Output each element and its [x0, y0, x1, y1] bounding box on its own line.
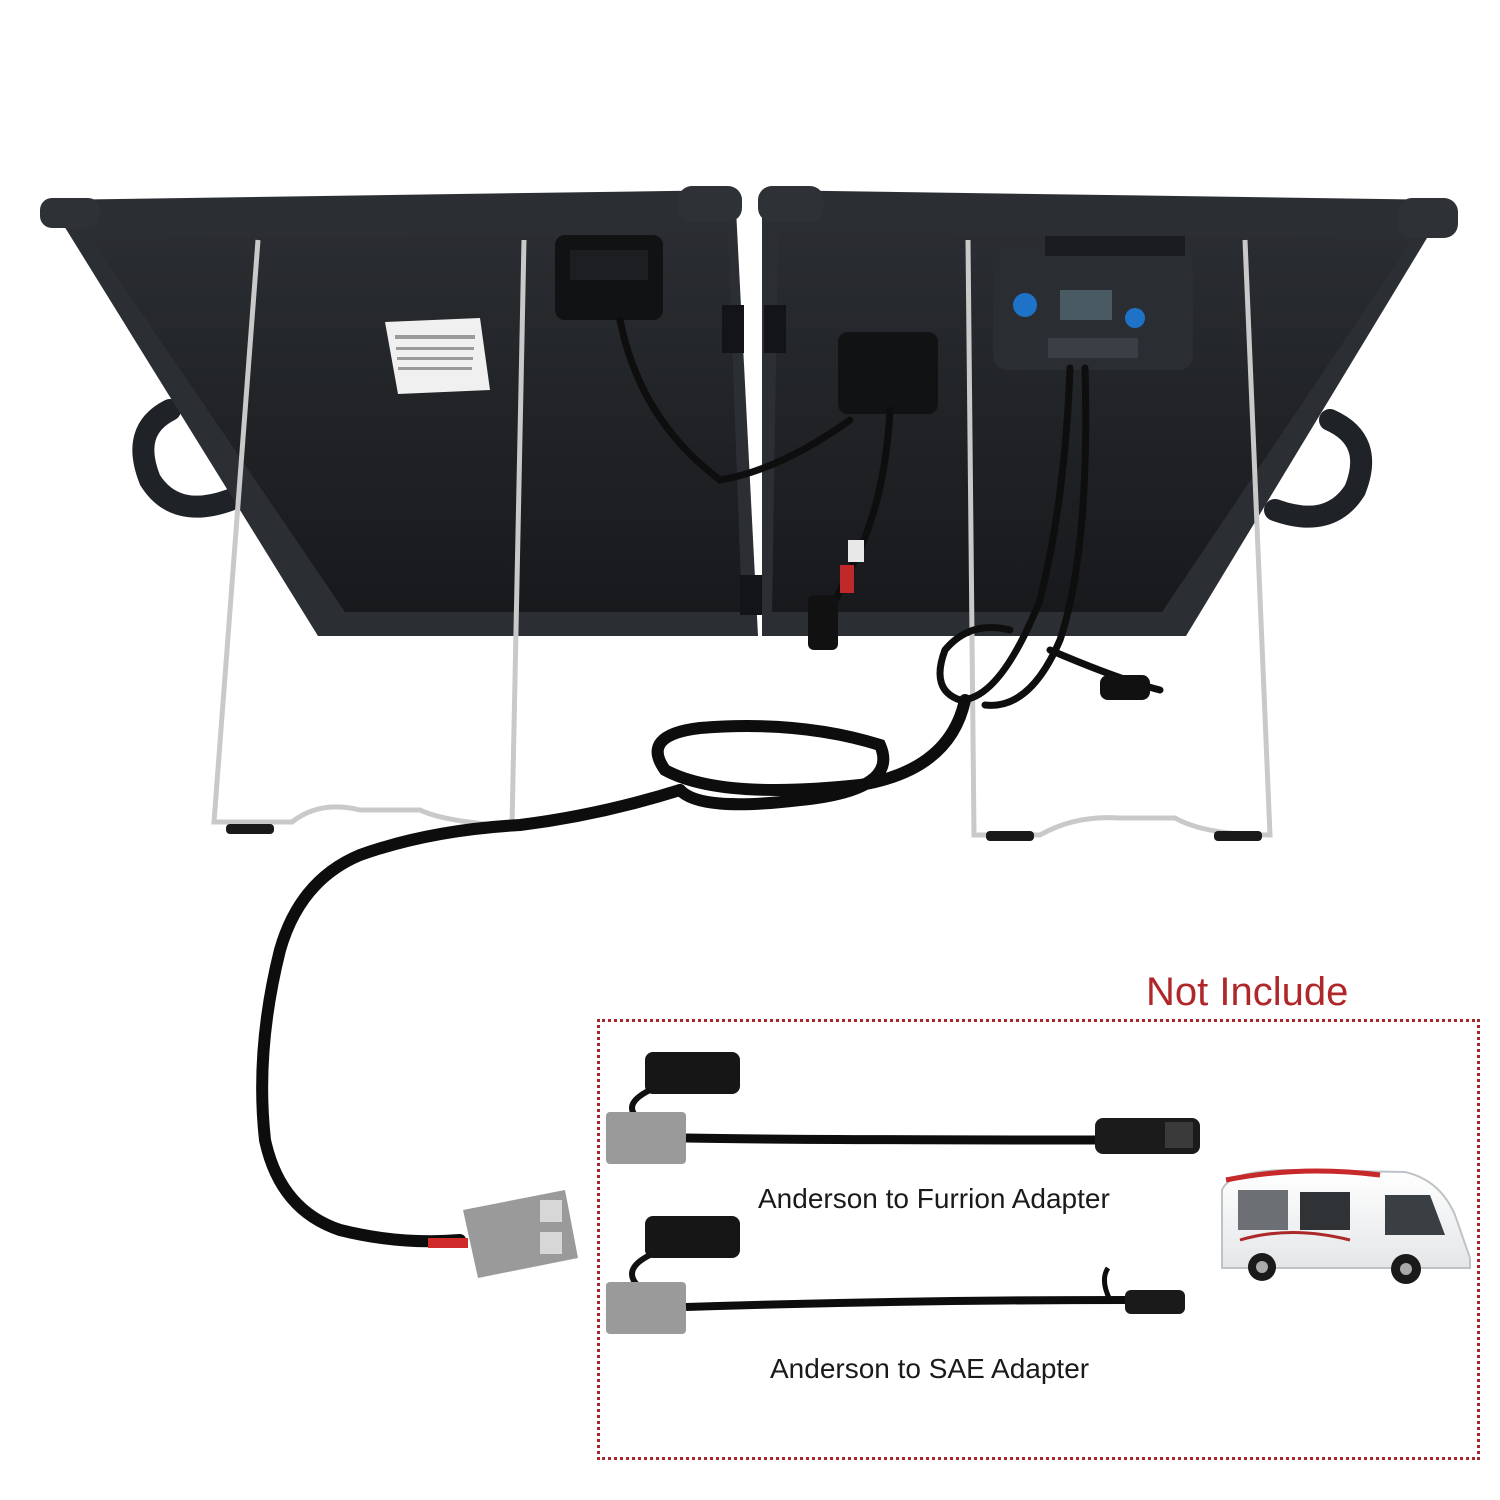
solar-panel-kit: [40, 186, 1458, 1278]
anderson-connector-main: [428, 1190, 578, 1278]
left-solar-panel: [40, 186, 762, 636]
sae-plug-icon: [1125, 1290, 1185, 1314]
right-solar-panel: [758, 186, 1458, 636]
sae-adapter-photo: [606, 1216, 1185, 1334]
left-handle: [132, 399, 241, 518]
not-include-heading: Not Include: [1146, 970, 1349, 1014]
furrion-adapter-photo: [606, 1052, 1200, 1164]
controller-lcd: [1060, 290, 1112, 320]
charge-controller: [993, 236, 1193, 370]
rv-motorhome: [1221, 1168, 1471, 1284]
right-handle: [1264, 409, 1373, 528]
sae-adapter-label: Anderson to SAE Adapter: [770, 1353, 1090, 1384]
spec-label: [385, 318, 490, 394]
anderson-connector-icon: [606, 1112, 686, 1164]
junction-box-right: [838, 332, 938, 414]
anderson-connector-icon: [606, 1282, 686, 1334]
not-included-box: [597, 1019, 1480, 1460]
furrion-adapter-label: Anderson to Furrion Adapter: [758, 1183, 1110, 1214]
